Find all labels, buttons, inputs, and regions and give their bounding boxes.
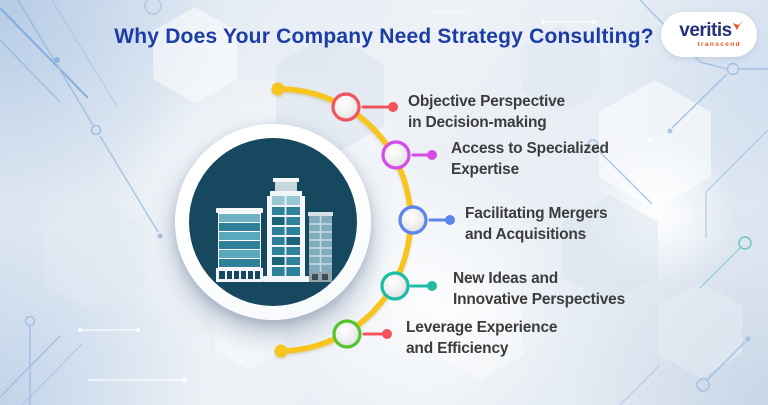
hexagon-shapes xyxy=(45,7,742,380)
benefit-5-line2: and Efficiency xyxy=(406,340,509,357)
benefit-3-line2: and Acquisitions xyxy=(465,226,587,243)
white-circuit-lines xyxy=(78,11,596,383)
benefit-5-line1: Leverage Experience xyxy=(406,319,558,336)
benefit-item-2: Access to Specialized Expertise xyxy=(451,138,609,180)
benefit-1-line2: in Decision-making xyxy=(408,114,547,131)
benefit-item-4: New Ideas and Innovative Perspectives xyxy=(453,268,625,310)
navy-circle xyxy=(189,138,357,306)
benefit-4-line1: New Ideas and xyxy=(453,270,559,287)
building-left xyxy=(216,208,263,282)
benefit-2-line1: Access to Specialized xyxy=(451,140,609,157)
benefit-item-1: Objective Perspective in Decision-making xyxy=(408,91,565,133)
benefit-2-line2: Expertise xyxy=(451,161,519,178)
benefit-4-line2: Innovative Perspectives xyxy=(453,291,626,308)
office-building-icon xyxy=(216,178,333,282)
logo-wordmark: veritis xyxy=(679,19,732,41)
benefit-item-5: Leverage Experience and Efficiency xyxy=(406,317,557,359)
building-right xyxy=(308,212,333,282)
veritis-logo: veritis transcend xyxy=(661,12,757,57)
benefit-3-line1: Facilitating Mergers xyxy=(465,205,608,222)
logo-v-icon xyxy=(732,19,745,30)
page-title: Why Does Your Company Need Strategy Cons… xyxy=(114,25,654,48)
benefit-1-line1: Objective Perspective xyxy=(408,93,565,110)
building-illustration xyxy=(175,124,371,320)
building-tall xyxy=(263,178,309,282)
benefit-item-3: Facilitating Mergers and Acquisitions xyxy=(465,203,608,245)
logo-tagline: transcend xyxy=(697,40,741,48)
